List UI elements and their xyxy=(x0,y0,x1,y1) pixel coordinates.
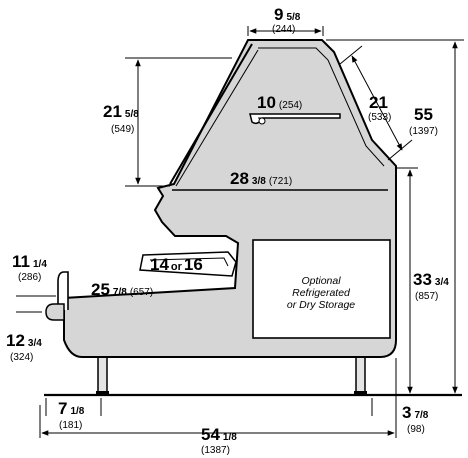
dim-overall-height: 55 xyxy=(414,105,433,124)
dim-bumper-height-mm: (324) xyxy=(10,352,33,363)
storage-label-line3: or Dry Storage xyxy=(287,299,355,311)
dim-base-height-mm: (857) xyxy=(415,291,438,302)
storage-compartment xyxy=(252,239,391,339)
dim-overall-width-mm: (1387) xyxy=(201,445,230,456)
bumper xyxy=(45,303,65,321)
rear-leg xyxy=(355,354,366,394)
dim-overall-height-mm: (1397) xyxy=(409,126,438,137)
tray-rail xyxy=(57,271,69,310)
dim-leg-height-mm: (181) xyxy=(59,420,82,431)
storage-label-line1: Optional xyxy=(301,275,341,287)
dim-canopy-width-mm: (244) xyxy=(272,24,295,35)
inner-canopy-line xyxy=(258,47,385,167)
dim-rail-height-mm: (286) xyxy=(18,272,41,283)
front-glass xyxy=(169,43,253,185)
front-leg xyxy=(97,354,108,394)
dim-glass-length: 21 xyxy=(369,93,388,112)
dim-glass-length-mm: (533) xyxy=(368,112,391,123)
dim-shelf-depth: 10(254) xyxy=(257,93,302,112)
dim-upper-height-mm: (549) xyxy=(111,124,134,135)
dim-rear-offset-mm: (98) xyxy=(407,424,425,435)
storage-label-line2: Refrigerated xyxy=(292,287,351,299)
